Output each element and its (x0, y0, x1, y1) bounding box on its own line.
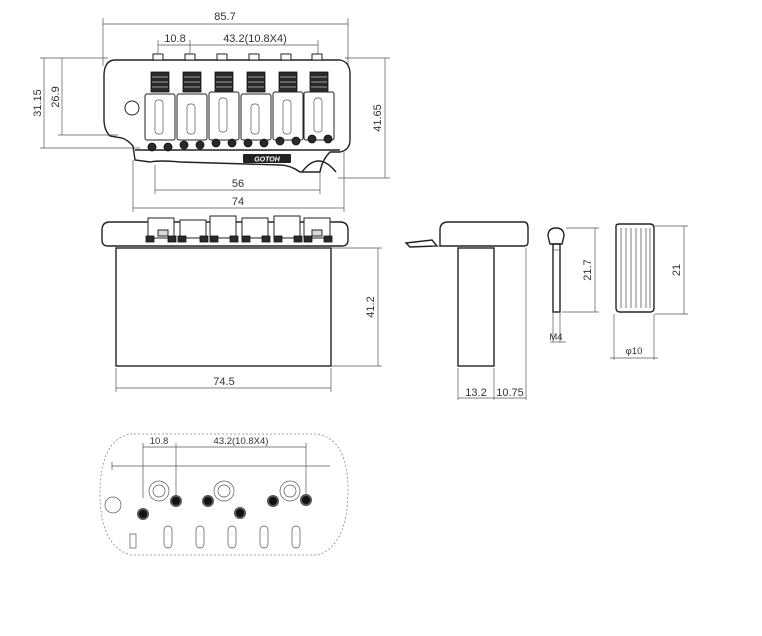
screw-head (547, 227, 565, 245)
sustain-block (115, 247, 332, 367)
string-holder-tabs (152, 53, 323, 61)
dim-side: 13.2 10.75 (457, 248, 527, 400)
dim-knob-diameter: φ10 (610, 314, 658, 360)
knob-body (615, 223, 655, 313)
dim-screw-length: 21.7 (562, 227, 599, 313)
dim-first-spacing-label: 10.8 (164, 33, 185, 45)
dim-height-right-label: 41.65 (372, 104, 384, 132)
saddles (144, 91, 335, 141)
saddle-2 (176, 93, 208, 141)
front-baseplate-outline (101, 221, 349, 247)
dim-overall-width: 85.7 (102, 11, 349, 66)
saddle-5 (272, 91, 304, 141)
height-screw: 21.7 M4 (547, 227, 599, 343)
dim-height-b-label: 26.9 (50, 86, 62, 107)
dim-mount-holes: 56 (154, 165, 321, 194)
dim-mount-holes-label: 56 (232, 178, 244, 190)
dim-screw-length-label: 21.7 (582, 259, 594, 280)
string-ferrule-holes (148, 480, 301, 502)
dim-screw-thread: M4 (549, 312, 566, 343)
bottom-mount-hole (104, 496, 122, 514)
dim-knob-diameter-label: φ10 (626, 346, 643, 357)
bottom-screw-holes (137, 494, 312, 520)
dim-plate-width: 74 (132, 152, 345, 212)
dim-overall-width-label: 85.7 (214, 11, 235, 23)
saddle-4 (240, 93, 272, 141)
arm-socket-arc (301, 160, 337, 173)
dim-string-spacing: 10.8 43.2(10.8X4) (157, 33, 319, 58)
side-view: 13.2 10.75 (404, 221, 529, 400)
side-block (457, 247, 495, 367)
dim-bottom-spacing: 10.8 43.2(10.8X4) (142, 436, 307, 498)
brand-logo-text: GOTOH (254, 157, 280, 164)
saddle-springs (150, 71, 329, 93)
dim-offset-label: 10.75 (496, 387, 524, 399)
bottom-outline-dashed (99, 433, 349, 556)
saddle-1 (144, 93, 176, 141)
dim-bottom-first-spacing-label: 10.8 (150, 436, 169, 447)
dim-height-right: 41.65 (338, 57, 390, 179)
side-baseplate-profile (439, 221, 529, 247)
dim-block-depth-label: 13.2 (465, 387, 486, 399)
dim-height-a-label: 31.15 (32, 89, 44, 117)
mount-hole-circle (124, 100, 140, 116)
dim-knob-height-label: 21 (671, 264, 683, 276)
bottom-view: 10.8 43.2(10.8X4) (99, 433, 349, 556)
dim-block-height-label: 41.2 (365, 296, 377, 317)
dim-string-spacing-label: 43.2(10.8X4) (223, 33, 287, 45)
front-view: 41.2 74.5 (101, 215, 382, 392)
dim-knob-height: 21 (655, 225, 688, 315)
dim-height-left: 31.15 26.9 (32, 57, 140, 149)
saddle-3 (208, 91, 240, 141)
dim-plate-width-label: 74 (232, 196, 244, 208)
saddle-6 (303, 91, 335, 141)
dim-block-height: 41.2 (331, 247, 382, 367)
bridge-baseplate-outline (103, 59, 351, 173)
saddle-screws (147, 134, 333, 152)
dim-block-width-label: 74.5 (213, 376, 234, 388)
front-saddles (145, 215, 333, 243)
dim-screw-thread-label: M4 (549, 332, 562, 343)
screw-shaft (552, 243, 561, 313)
brand-logo: GOTOH (243, 154, 291, 164)
dim-block-width: 74.5 (115, 368, 332, 392)
bottom-slots (129, 525, 301, 549)
arm-knob: 21 φ10 (610, 223, 688, 360)
dim-bottom-string-spacing-label: 43.2(10.8X4) (214, 436, 269, 447)
top-view: 85.7 10.8 43.2(10.8X4) 31.15 26.9 41.65 (32, 11, 390, 212)
